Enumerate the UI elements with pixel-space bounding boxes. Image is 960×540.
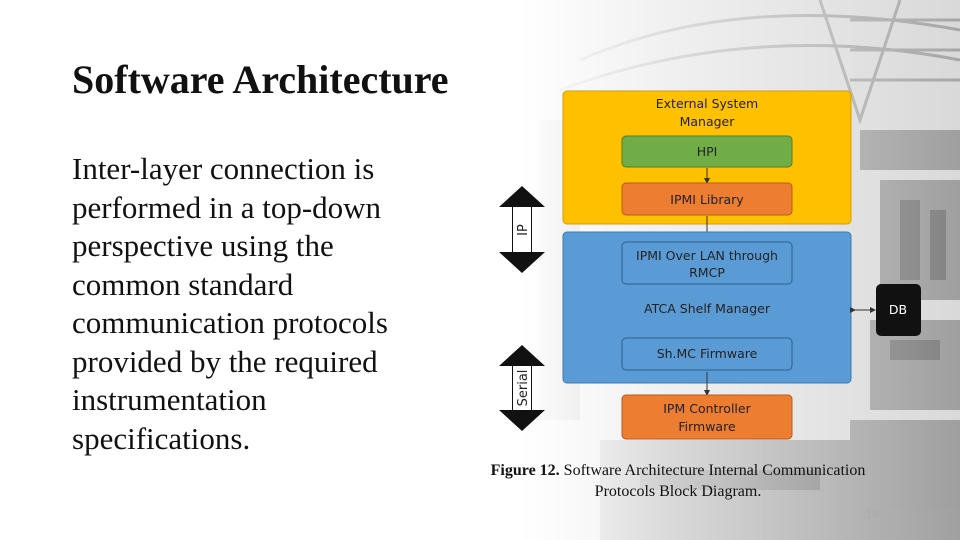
ipmi-over-lan-label-1: IPMI Over LAN through [636,248,778,263]
serial-label: Serial [516,370,531,407]
hpi-box [621,135,793,168]
caption-text-2: Protocols Block Diagram. [594,483,762,500]
db-box [876,284,921,336]
ipmi-library-box [621,182,793,216]
page-number: 16 [866,509,879,521]
body-line: common standard [72,266,294,302]
ipmi-over-lan-label-2: RMCP [689,265,725,280]
body-line: instrumentation [72,382,267,417]
hpi-label: HPI [697,144,718,159]
figure-caption: Figure 12. Software Architecture Interna… [462,460,894,502]
body-paragraph: Inter-layer connection is performed in a… [72,150,452,458]
external-manager-label-2: Manager [680,114,736,129]
external-manager-label-1: External System [656,96,758,111]
body-line: perspective using the [72,228,334,263]
body-line: specifications. [72,420,251,456]
shmc-firmware-label: Sh.MC Firmware [657,346,758,361]
ipm-controller-label-1: IPM Controller [663,401,751,416]
body-line: performed in a top-down [72,189,382,225]
db-label: DB [889,302,907,317]
caption-line-1: Figure 12. Software Architecture Interna… [462,460,894,481]
ipm-controller-box [621,394,793,440]
ipmi-over-lan-box [621,241,793,285]
serial-double-arrow [499,345,545,431]
caption-text-1: Software Architecture Internal Communica… [559,462,866,479]
body-line: provided by the required [72,343,378,379]
shmc-firmware-box [621,337,793,371]
body-line: communication protocols [72,305,388,340]
ipm-controller-label-2: Firmware [678,419,736,434]
ip-double-arrow [499,186,545,273]
ip-label: IP [516,224,531,236]
body-line: Inter-layer connection is [72,151,375,186]
slide-title: Software Architecture [72,57,449,102]
ipmi-library-label: IPMI Library [670,192,744,207]
shelf-manager-label: ATCA Shelf Manager [644,301,771,316]
background-photo [520,0,960,540]
caption-prefix: Figure 12. [490,462,560,479]
